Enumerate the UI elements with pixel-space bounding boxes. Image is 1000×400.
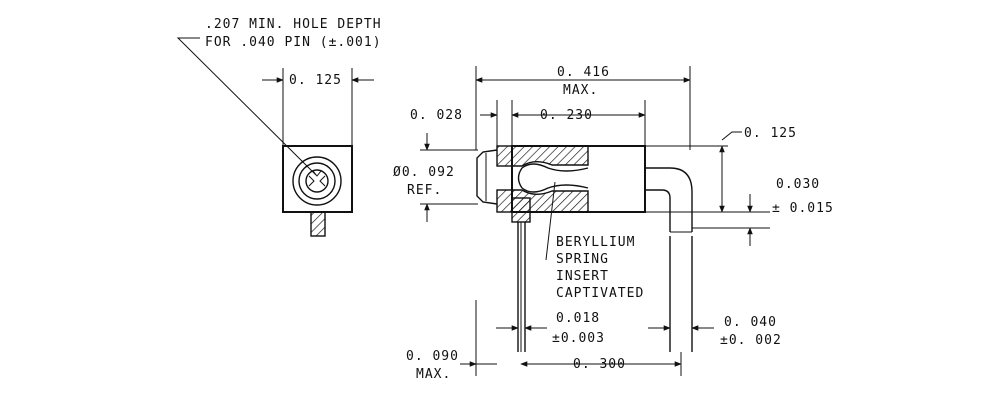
end-width-dim: 0. 125 [289, 73, 342, 88]
end-view: .207 MIN. HOLE DEPTH FOR .040 PIN (±.001… [176, 17, 382, 237]
insert-note-line4: CAPTIVATED [556, 286, 644, 301]
pin-offset-tol: ± 0.015 [772, 201, 834, 216]
overall-length-note: MAX. [563, 83, 598, 98]
body-section-upper [511, 145, 589, 167]
connector-nose [476, 149, 498, 205]
socket-middle-ring [298, 162, 336, 200]
socket-inner-ring [305, 169, 329, 193]
lead-dia-note: MAX. [416, 367, 451, 382]
hole-depth-note-line2: FOR .040 PIN (±.001) [205, 35, 382, 50]
hole-depth-leader [176, 37, 317, 176]
socket-outer-ring [292, 156, 342, 206]
lead-dim: 0.018 [556, 311, 600, 326]
right-angle-pin [645, 167, 693, 232]
lead-spacing-dim: 0. 300 [573, 357, 626, 372]
lead-hatched [511, 197, 531, 223]
body-section-lower [511, 189, 589, 213]
spring-contacts-icon [308, 170, 326, 187]
pin-offset-dim: 0.030 [776, 177, 820, 192]
hole-depth-note-line1: .207 MIN. HOLE DEPTH [205, 17, 382, 32]
end-view-lead [310, 211, 326, 237]
flange-dim: 0. 028 [410, 108, 463, 123]
insert-leader [545, 181, 556, 261]
diameter-note: REF. [407, 183, 442, 198]
lead-dia-dim: 0. 090 [406, 349, 459, 364]
side-view: 0. 416 MAX. 0. 028 0. 230 Ø0. 092 REF. [393, 65, 834, 382]
spring-insert-contour [517, 163, 589, 193]
diameter-dim: Ø0. 092 [393, 165, 455, 180]
pin-dim: 0. 040 [724, 315, 777, 330]
insert-note-line1: BERYLLIUM [556, 235, 635, 250]
height-leader [721, 131, 742, 141]
height-dim: 0. 125 [744, 126, 797, 141]
flange-section-top [496, 145, 513, 167]
pin-tol: ±0. 002 [720, 333, 782, 348]
body-dim: 0. 230 [540, 108, 593, 123]
flange-section-bottom [496, 189, 513, 213]
insert-note-line2: SPRING [556, 252, 609, 267]
insert-note-line3: INSERT [556, 269, 609, 284]
lead-tol: ±0.003 [552, 331, 605, 346]
overall-length-dim: 0. 416 [557, 65, 610, 80]
